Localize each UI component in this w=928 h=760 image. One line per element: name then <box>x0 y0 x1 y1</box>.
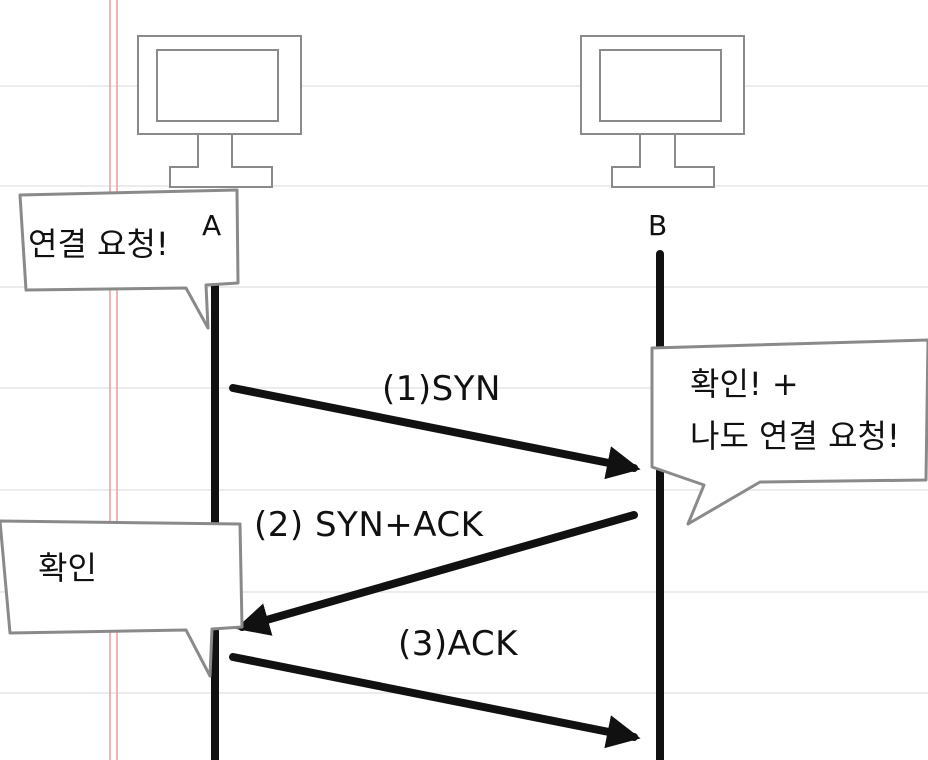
syn-label: (1)SYN <box>382 369 501 409</box>
computer-monitor-icon <box>137 35 302 188</box>
host-b-label: B <box>648 209 668 242</box>
bubble-b-reply-line1: 확인! + <box>690 365 799 403</box>
syn-ack-arrow <box>235 511 638 636</box>
bubble-b-reply-line2: 나도 연결 요청! <box>690 417 900 455</box>
bubble-a-confirm-text: 확인 <box>38 549 97 587</box>
syn-arrow <box>229 384 641 480</box>
speech-bubble-a-request <box>18 188 240 330</box>
ack-label: (3)ACK <box>398 624 518 664</box>
margin-lines <box>109 0 118 760</box>
speech-bubble-a-confirm <box>0 519 244 678</box>
ack-arrow <box>229 653 641 749</box>
syn-ack-label: (2) SYN+ACK <box>254 505 484 545</box>
host-a-label: A <box>202 209 222 242</box>
bubble-a-request-text: 연결 요청! <box>28 225 169 263</box>
computer-monitor-icon <box>580 35 745 188</box>
